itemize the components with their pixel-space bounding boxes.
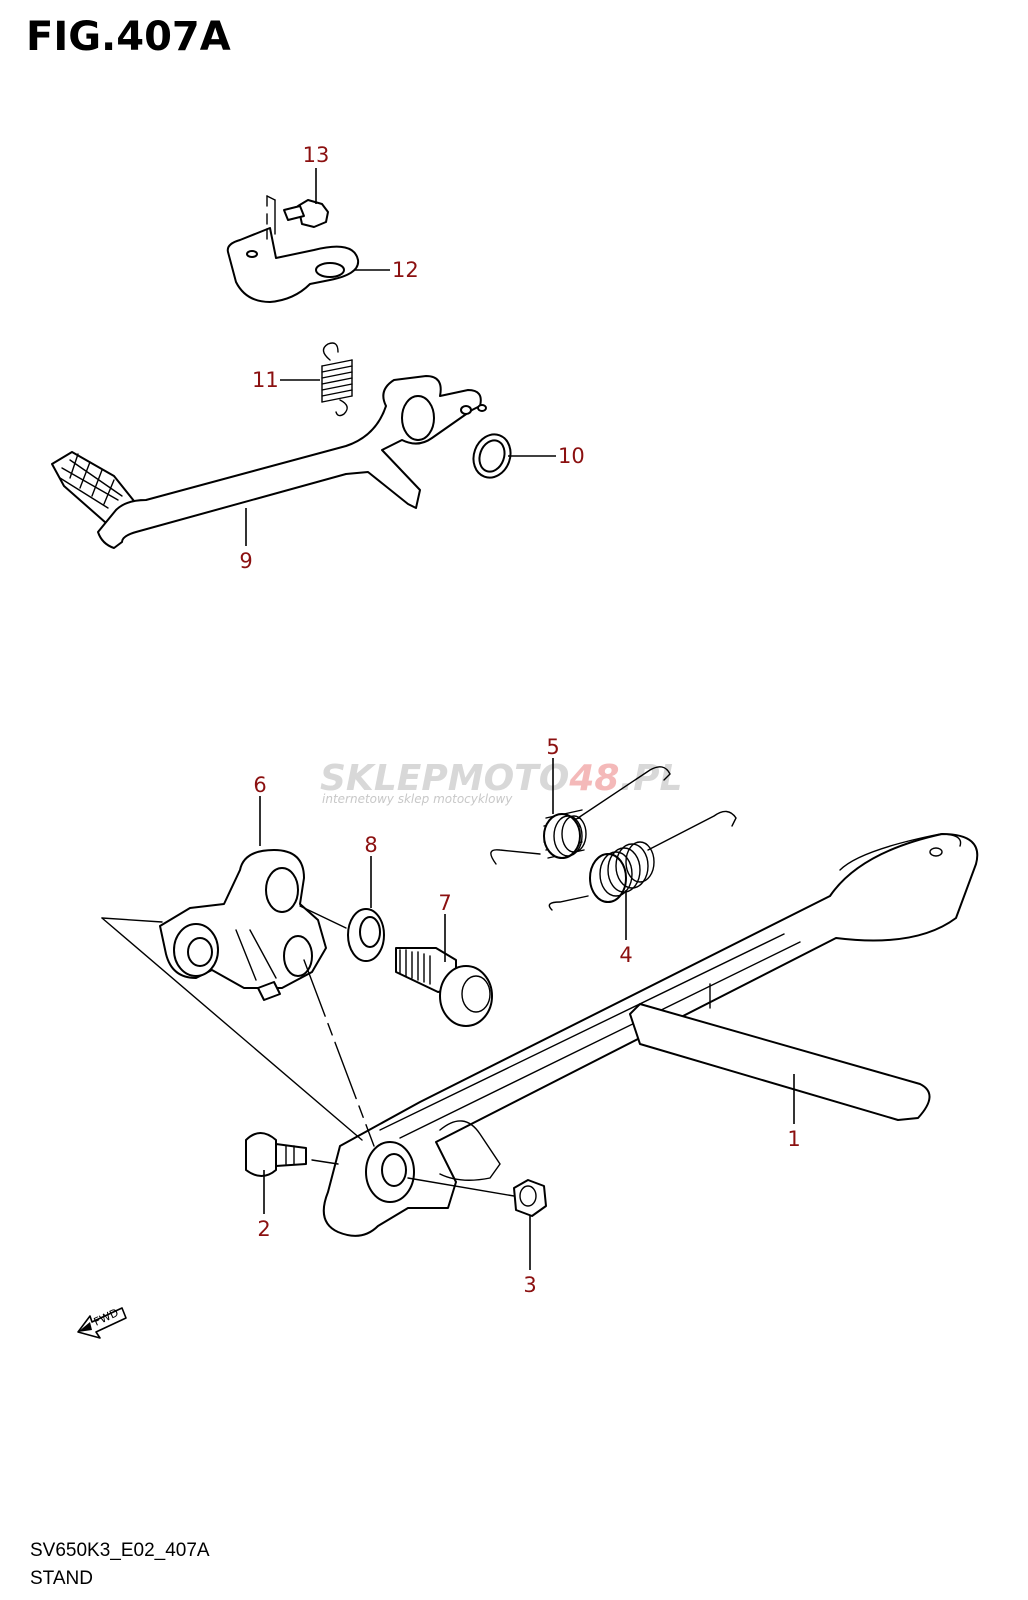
callout-8: 8 bbox=[364, 833, 377, 857]
callout-7: 7 bbox=[438, 891, 451, 915]
part-4-spring bbox=[548, 810, 737, 911]
callout-13: 13 bbox=[303, 143, 330, 167]
callout-11: 11 bbox=[252, 368, 279, 392]
part-1-side-stand bbox=[322, 833, 979, 1237]
part-5-spring bbox=[490, 766, 671, 865]
part-12-bracket bbox=[226, 227, 360, 303]
part-8-washer bbox=[347, 908, 385, 962]
part-7-bolt bbox=[395, 947, 493, 1027]
watermark: SKLEPMOTO48.PL internetowy sklep motocyk… bbox=[320, 758, 682, 806]
callout-4: 4 bbox=[619, 943, 632, 967]
part-2-pivot-bolt bbox=[245, 1132, 307, 1177]
callout-10: 10 bbox=[558, 444, 585, 468]
figure-code: SV650K3_E02_407A bbox=[30, 1540, 210, 1561]
callout-3: 3 bbox=[523, 1273, 536, 1297]
callout-2: 2 bbox=[257, 1217, 270, 1241]
part-13-bolt bbox=[266, 195, 329, 235]
figure-name: STAND bbox=[30, 1568, 93, 1589]
part-9-brake-pedal bbox=[51, 375, 487, 549]
leader-lines bbox=[245, 168, 795, 1270]
callouts: 13 12 11 10 9 5 6 8 7 4 1 2 3 bbox=[239, 143, 800, 1297]
callout-9: 9 bbox=[239, 549, 252, 573]
part-3-nut bbox=[513, 1179, 547, 1217]
part-6-bracket bbox=[159, 849, 327, 1001]
callout-1: 1 bbox=[787, 1127, 800, 1151]
assembly-lines bbox=[101, 195, 515, 1197]
callout-5: 5 bbox=[546, 735, 559, 759]
callout-6: 6 bbox=[253, 773, 266, 797]
part-11-spring bbox=[321, 342, 353, 417]
callout-12: 12 bbox=[392, 258, 419, 282]
figure-title: FIG.407A bbox=[26, 14, 231, 60]
part-10-washer bbox=[472, 433, 512, 479]
watermark-brand: SKLEPMOTO48.PL bbox=[320, 758, 682, 799]
watermark-subtitle: internetowy sklep motocyklowy bbox=[322, 792, 513, 806]
fwd-arrow-icon: FWD bbox=[77, 1306, 127, 1339]
